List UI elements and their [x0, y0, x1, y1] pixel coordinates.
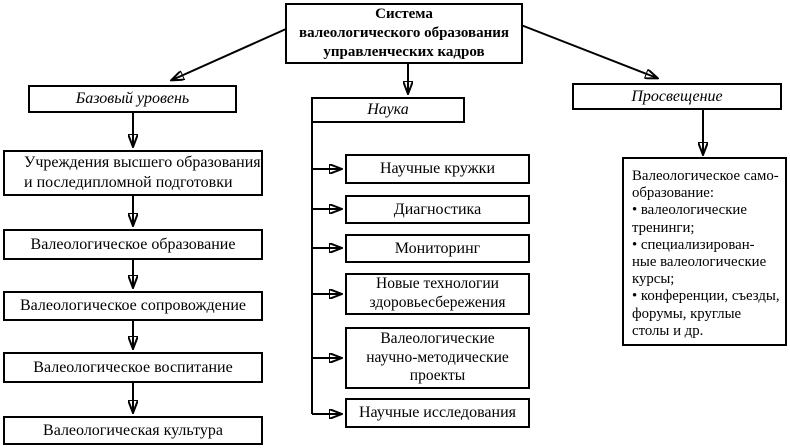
- institutions-line-2: и последипломной подготовки: [24, 174, 233, 191]
- branch-header-science: Наука: [311, 97, 465, 123]
- self-education-line-3: • валеологические: [632, 202, 747, 219]
- valeological-support-label: Валеологическое сопровождение: [19, 297, 247, 315]
- branch-header-enlightenment: Просвещение: [572, 83, 782, 110]
- root-title-line-1: Система: [375, 5, 433, 22]
- self-education-line-2: образование:: [632, 185, 714, 202]
- node-new-health-technologies: Новые технологии здоровьесбережения: [345, 273, 530, 315]
- self-education-line-1: Валеологическое само-: [632, 168, 779, 184]
- projects-line-1: Валеологические: [380, 329, 495, 347]
- enlightenment-label: Просвещение: [631, 87, 723, 105]
- node-valeological-upbringing: Валеологическое воспитание: [3, 352, 263, 383]
- self-education-line-9: форумы, круглые: [632, 305, 742, 322]
- basic-level-label: Базовый уровень: [75, 90, 190, 108]
- projects-line-2: научно-методические: [366, 348, 509, 366]
- arrow-root-to-basic-level: [172, 28, 287, 80]
- science-label: Наука: [367, 101, 409, 119]
- root-title-line-3: управленческих кадров: [323, 44, 485, 61]
- technologies-line-2: здоровьесбережения: [369, 294, 506, 311]
- root-title-line-2: валеологического образования: [299, 24, 509, 41]
- monitoring-label: Мониторинг: [394, 239, 481, 257]
- self-education-line-4: тренинги;: [632, 219, 695, 236]
- self-education-line-7: курсы;: [632, 271, 675, 288]
- node-valeological-self-education: Валеологическое само- образование: • вал…: [622, 157, 787, 346]
- technologies-line-1: Новые технологии: [376, 275, 499, 293]
- branch-header-basic-level: Базовый уровень: [28, 85, 237, 113]
- node-scientific-methodical-projects: Валеологические научно-методические прое…: [345, 327, 530, 389]
- valeological-upbringing-label: Валеологическое воспитание: [33, 358, 233, 376]
- science-circles-label: Научные кружки: [379, 160, 496, 178]
- self-education-line-5: • специализирован-: [632, 236, 755, 253]
- diagnostics-label: Диагностика: [393, 200, 482, 218]
- scientific-research-label: Научные исследования: [358, 404, 516, 422]
- valeological-culture-label: Валеологическая культура: [43, 421, 223, 439]
- node-higher-education-institutions: Учреждения высшего образования и последи…: [3, 150, 263, 196]
- node-science-circles: Научные кружки: [345, 154, 530, 184]
- node-monitoring: Мониторинг: [345, 234, 530, 263]
- self-education-line-8: • конференции, съезды,: [632, 288, 780, 305]
- node-valeological-education: Валеологическое образование: [3, 229, 263, 260]
- valeological-education-label: Валеологическое образование: [30, 235, 236, 253]
- self-education-line-6: ные валеологические: [632, 254, 767, 271]
- projects-line-3: проекты: [409, 367, 466, 385]
- node-valeological-support: Валеологическое сопровождение: [3, 291, 263, 321]
- institutions-line-1: Учреждения высшего образования: [24, 154, 261, 172]
- root-node-system: Система валеологического образования упр…: [285, 3, 523, 64]
- arrow-root-to-enlightenment: [520, 24, 657, 78]
- self-education-line-10: столы и др.: [632, 322, 704, 339]
- node-valeological-culture: Валеологическая культура: [3, 416, 263, 445]
- node-scientific-research: Научные исследования: [345, 398, 530, 428]
- node-diagnostics: Диагностика: [345, 195, 530, 224]
